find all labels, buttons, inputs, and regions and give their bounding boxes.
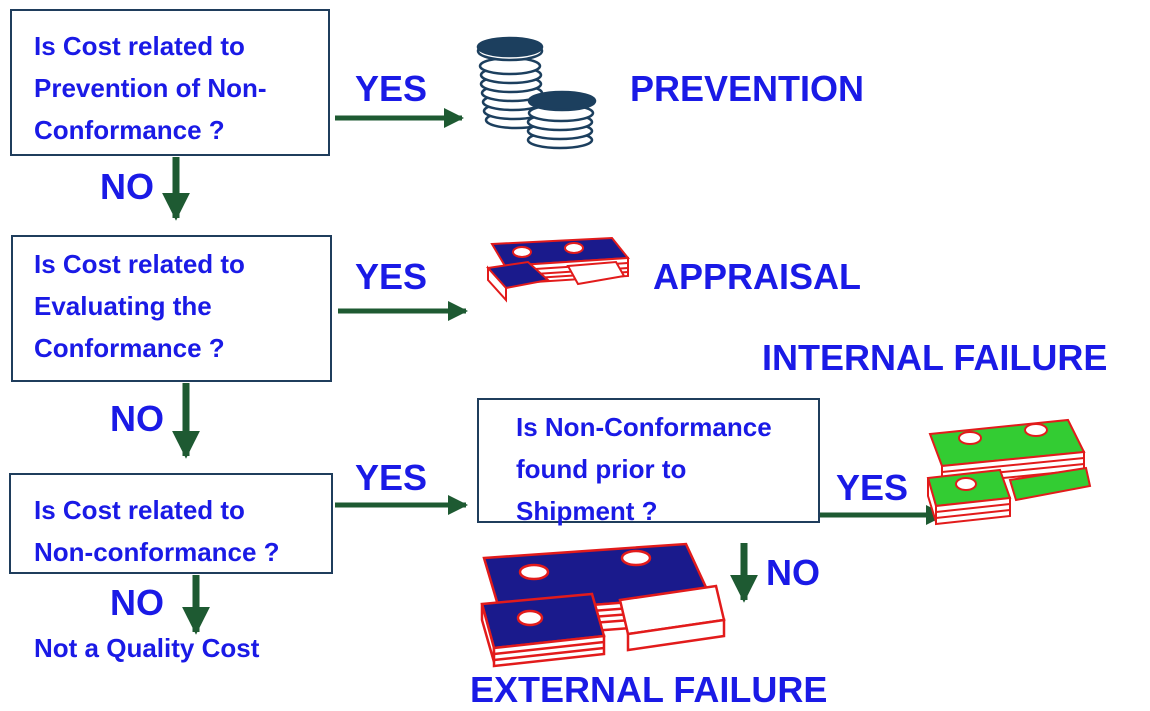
terminal-not-quality-cost: Not a Quality Cost [34, 633, 260, 663]
question-box-nonconformance [9, 473, 333, 574]
yes-label-shipment: YES [836, 467, 909, 508]
category-prevention: PREVENTION [630, 68, 865, 109]
green-money-bundle-icon [926, 418, 1092, 526]
no-label-shipment: NO [766, 552, 820, 593]
yes-label-prevention: YES [355, 68, 428, 109]
yes-label-nonconformance: YES [355, 457, 428, 498]
large-money-bundle-icon [480, 542, 726, 668]
no-label-prevention: NO [100, 166, 154, 207]
question-nonconformance: Is Cost related to Non-conformance ? [34, 495, 280, 567]
no-label-appraisal: NO [110, 398, 164, 439]
question-appraisal: Is Cost related to Evaluating the Confor… [34, 249, 245, 363]
coin-stack-icon [476, 36, 597, 150]
category-external-failure: EXTERNAL FAILURE [470, 669, 828, 710]
question-box-prevention [10, 9, 330, 156]
question-shipment: Is Non-Conformance found prior to Shipme… [516, 412, 772, 526]
money-bundle-icon [486, 236, 630, 303]
question-prevention: Is Cost related to Prevention of Non- Co… [34, 31, 267, 145]
yes-label-appraisal: YES [355, 256, 428, 297]
question-box-appraisal [11, 235, 332, 382]
category-internal-failure: INTERNAL FAILURE [762, 337, 1108, 378]
no-label-nonconformance: NO [110, 582, 164, 623]
category-appraisal: APPRAISAL [653, 256, 862, 297]
question-box-shipment [477, 398, 820, 523]
